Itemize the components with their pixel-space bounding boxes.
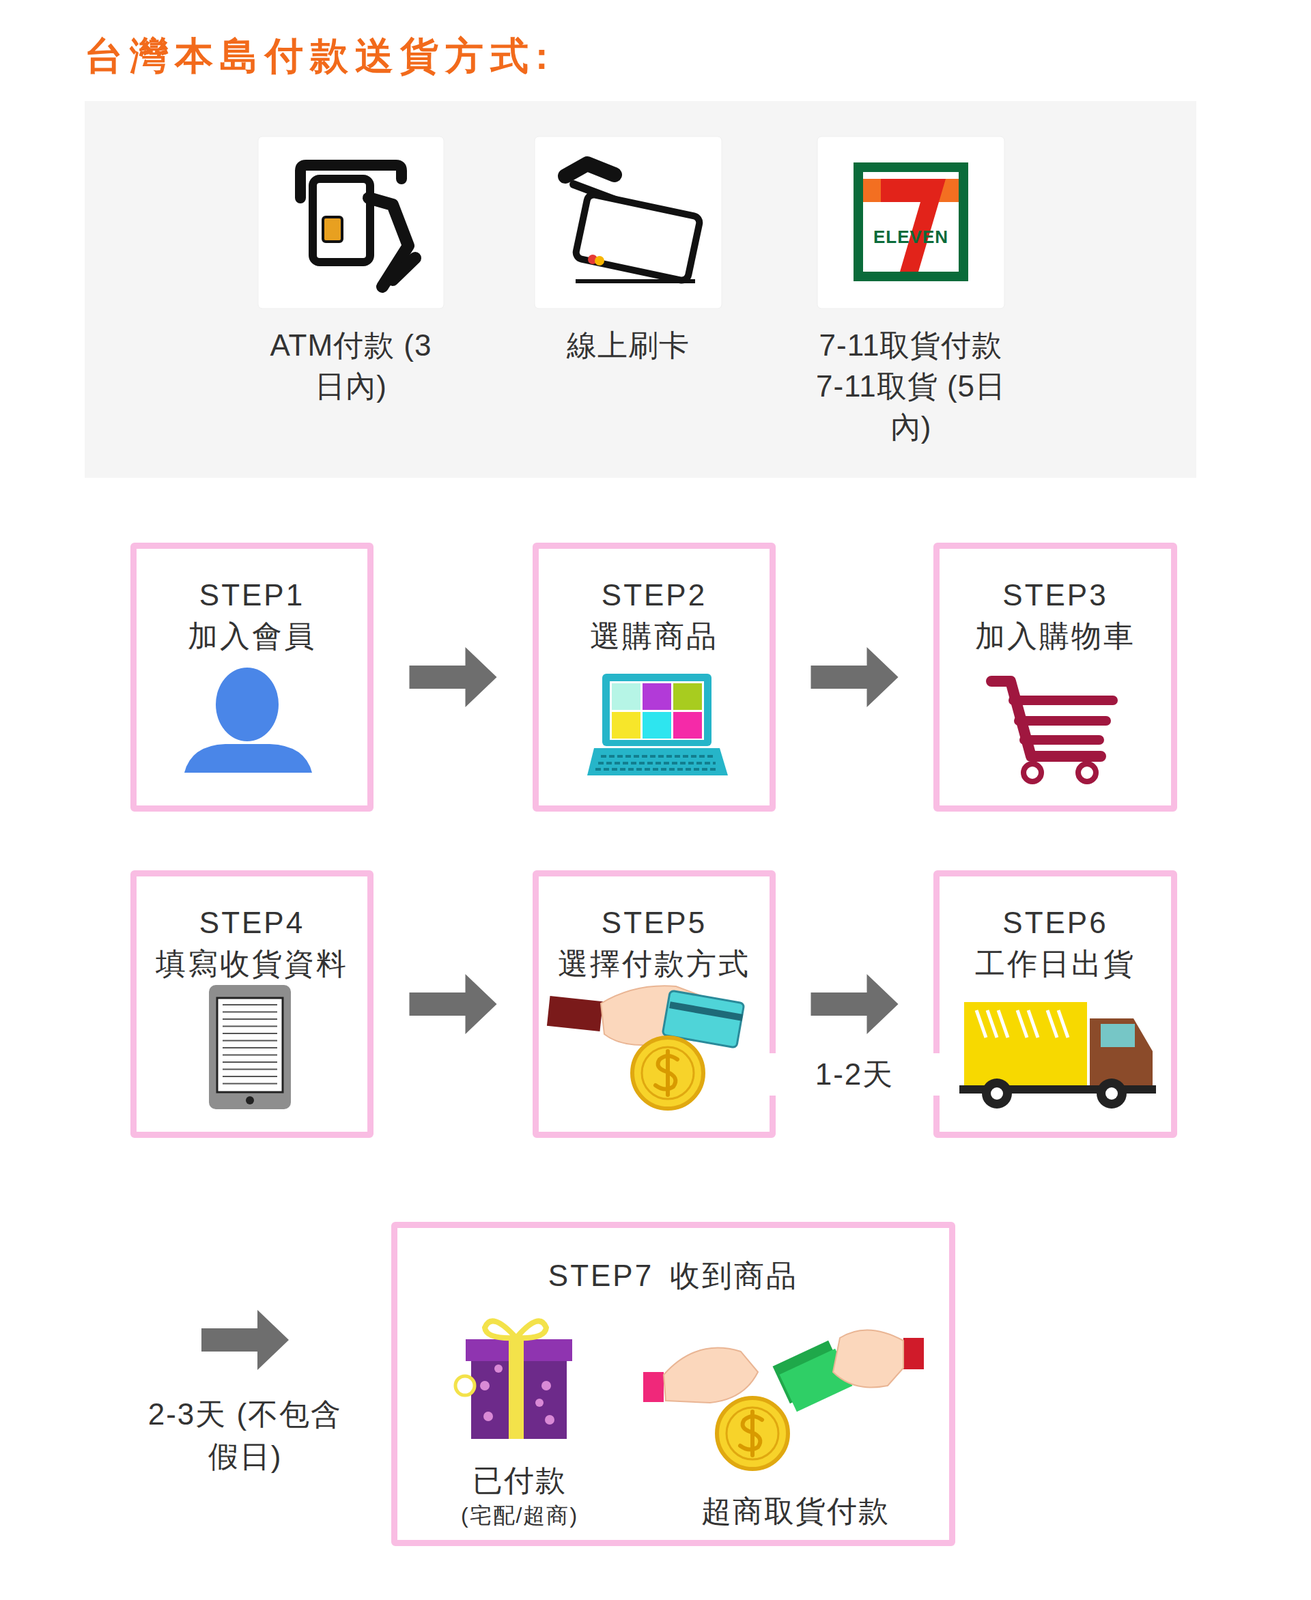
logo-text: ELEVEN <box>856 225 966 250</box>
flow-connector <box>811 974 899 1035</box>
step-number: STEP5 <box>538 902 770 944</box>
flow-arrow <box>409 974 498 1035</box>
flow-arrow <box>409 647 498 708</box>
payment-caption: ATM付款 (3日內) <box>269 325 433 407</box>
step-name: 選購商品 <box>538 615 770 657</box>
delivery-note: (宅配/超商) <box>417 1502 623 1529</box>
flow-arrow <box>201 1310 289 1371</box>
flow-connector <box>811 647 899 708</box>
step-number: STEP6 <box>939 902 1172 944</box>
laptop-icon <box>587 673 728 776</box>
step-number: STEP2 <box>538 574 770 616</box>
payment-caption: 7-11取貨付款 7-11取貨 (5日內) <box>805 325 1017 448</box>
step-box: STEP4填寫收貨資料 <box>130 870 374 1139</box>
member-icon <box>184 667 313 773</box>
step-box: STEP7 收到商品已付款(宅配/超商) 超商取貨付款 <box>391 1222 956 1547</box>
step-text: STEP4填寫收貨資料 <box>136 876 368 985</box>
flow-connector <box>201 1310 289 1371</box>
step-text: STEP6工作日出貨 <box>939 876 1172 985</box>
seven-eleven-logo <box>853 162 969 282</box>
truck-icon <box>959 1002 1157 1109</box>
payment-caption: 線上刷卡 <box>539 325 717 366</box>
cart-icon <box>991 681 1113 782</box>
tablet-icon <box>208 985 291 1110</box>
step-text: STEP3加入購物車 <box>939 548 1172 657</box>
page-title: 台灣本島付款送貨方式: <box>84 34 556 78</box>
icon-card <box>258 136 444 309</box>
step-box: STEP1加入會員 <box>130 542 374 812</box>
step-box: STEP3加入購物車 <box>933 542 1178 812</box>
step-name: 填寫收貨資料 <box>136 943 368 985</box>
payment-hand-icon <box>546 985 745 1109</box>
flow-arrow <box>811 974 899 1035</box>
step-text: STEP2選購商品 <box>538 548 770 657</box>
step-number: STEP4 <box>136 902 368 944</box>
step-name: 收到商品 <box>669 1255 799 1297</box>
icon-card <box>534 136 722 309</box>
step-name: 選擇付款方式 <box>538 943 770 985</box>
cash-exchange-icon <box>643 1330 924 1470</box>
duration-label: 1-2天 <box>752 1053 958 1096</box>
step-box: STEP5選擇付款方式 <box>532 870 776 1139</box>
step-name: 工作日出貨 <box>939 943 1172 985</box>
payment-status: 已付款 <box>417 1463 623 1500</box>
step-text: STEP1加入會員 <box>136 548 368 657</box>
atm-icon <box>300 165 416 287</box>
step-box: STEP6工作日出貨 <box>933 870 1178 1139</box>
step-number: STEP3 <box>939 574 1172 616</box>
step-number: STEP1 <box>136 574 368 616</box>
flow-connector <box>409 974 498 1035</box>
payment-status: 超商取貨付款 <box>693 1493 898 1531</box>
step-text: STEP5選擇付款方式 <box>538 876 770 985</box>
payment-panel <box>84 101 1197 478</box>
step-box: STEP2選購商品 <box>532 542 776 812</box>
duration-label: 2-3天 (不包含假日) <box>142 1393 348 1479</box>
flow-connector <box>409 647 498 708</box>
gift-icon <box>455 1321 573 1440</box>
step-heading: STEP7 收到商品 <box>397 1255 950 1297</box>
step-name: 加入會員 <box>136 615 368 657</box>
icon-card <box>817 136 1005 309</box>
step-number: STEP7 <box>548 1255 654 1297</box>
step-name: 加入購物車 <box>939 615 1172 657</box>
flow-arrow <box>811 647 899 708</box>
card-payment-icon <box>565 163 701 282</box>
